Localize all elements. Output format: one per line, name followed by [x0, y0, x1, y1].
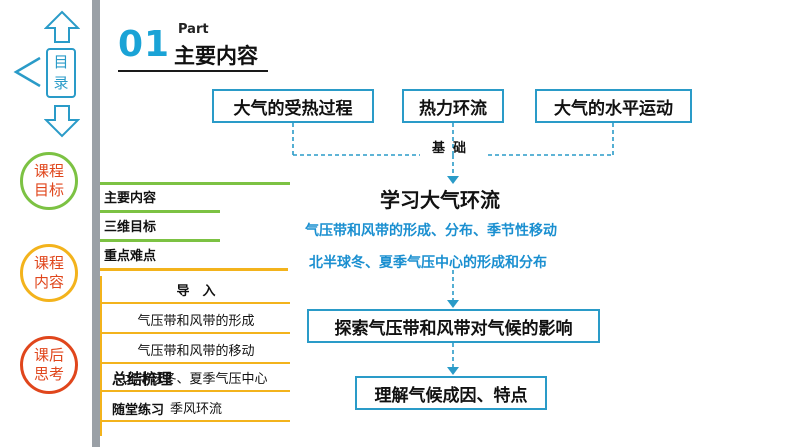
circle-label: 课后	[33, 346, 64, 364]
arrow-up-icon[interactable]	[44, 10, 80, 44]
box-thermal-circulation: 热力环流	[402, 89, 504, 123]
page-title: 主要内容	[174, 44, 258, 68]
title-underline	[118, 70, 268, 72]
circle-label: 内容	[33, 273, 64, 291]
list-item-formation[interactable]: 气压带和风带的形成	[102, 306, 290, 334]
course-content-button[interactable]: 课程内容	[20, 244, 78, 302]
after-class-button[interactable]: 课后思考	[20, 336, 78, 394]
lesson-list: 导 入 气压带和风带的形成 气压带和风带的移动 北半球冬、夏季气压中心 总结梳理…	[100, 276, 290, 436]
list-item-intro[interactable]: 导 入	[102, 276, 290, 304]
circle-label: 课程	[33, 254, 64, 272]
arrow-left-icon[interactable]	[12, 54, 42, 90]
subnav-item-main-content[interactable]: 主要内容	[104, 190, 157, 206]
box-horizontal-motion: 大气的水平运动	[535, 89, 692, 123]
list-item-pressure-centers[interactable]: 北半球冬、夏季气压中心	[102, 364, 290, 392]
course-goals-button[interactable]: 课程目标	[20, 152, 78, 210]
circle-label: 思考	[33, 365, 64, 383]
section-number: 01	[118, 24, 171, 65]
list-item-monsoon[interactable]: 季风环流	[102, 394, 290, 422]
subnav-item-key-points[interactable]: 重点难点	[104, 248, 157, 264]
box-explore: 探索气压带和风带对气候的影响	[307, 309, 600, 343]
topic-line-1: 气压带和风带的形成、分布、季节性移动	[305, 223, 557, 239]
box-understand: 理解气候成因、特点	[355, 376, 547, 410]
subnav-divider	[100, 182, 290, 185]
part-label: Part	[178, 22, 209, 37]
topic-line-2: 北半球冬、夏季气压中心的形成和分布	[309, 255, 547, 271]
circle-label: 目标	[33, 181, 64, 199]
circle-label: 课程	[33, 162, 64, 180]
basis-label: 基础	[432, 141, 475, 156]
list-item-practice[interactable]: 随堂练习	[112, 402, 165, 418]
study-heading: 学习大气环流	[380, 188, 500, 212]
nav-divider	[92, 0, 100, 447]
list-item-movement[interactable]: 气压带和风带的移动	[102, 336, 290, 364]
toc-label-2: 录	[53, 74, 69, 92]
subnav-divider	[100, 268, 288, 271]
toc-button[interactable]: 目 录	[46, 48, 76, 98]
list-item-summary[interactable]: 总结梳理	[112, 369, 173, 388]
subnav-divider	[100, 210, 220, 213]
subnav-item-goals[interactable]: 三维目标	[104, 219, 157, 235]
box-heating-process: 大气的受热过程	[212, 89, 374, 123]
arrow-down-icon[interactable]	[44, 104, 80, 138]
toc-label-1: 目	[53, 53, 69, 71]
subnav-divider	[100, 239, 220, 242]
